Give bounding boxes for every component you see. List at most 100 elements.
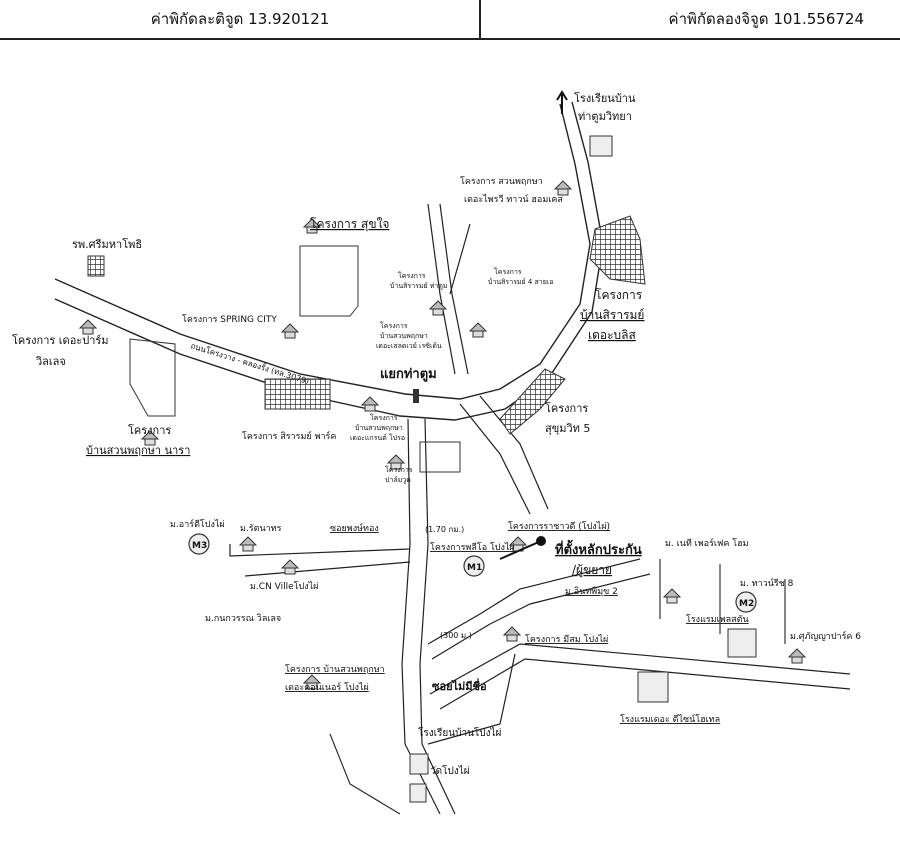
school-north-icon: [589, 135, 613, 157]
label-distance-170: (1.70 กม.): [425, 525, 464, 534]
collateral-pointer: [499, 540, 542, 560]
label-small-project-a: โครงการ: [370, 413, 398, 422]
label-school-pongpai: โรงเรียนบ้านโปงไผ่: [418, 726, 502, 739]
road-south-main-b: [419, 418, 456, 815]
road-east-branch: [427, 558, 641, 645]
road-south-loop: [427, 653, 516, 745]
label-project-baansuan-2: บ้านสวนพฤกษา นารา: [86, 444, 190, 457]
sukjai-plot: [299, 245, 359, 317]
label-temple: วัดโปงไผ่: [430, 764, 470, 777]
latitude-label: ค่าพิกัดละติจูด 13.920121: [150, 10, 330, 28]
road-3079-b: [54, 101, 604, 421]
label-hotel-b: โรงแรมเดอะ ดีไซน์โฮเทล: [620, 713, 720, 725]
label-collateral: ที่ตั้งหลักประกัน: [555, 539, 642, 558]
label-intersection: แยกท่าตูม: [380, 367, 437, 382]
hotel-b-icon: [637, 671, 669, 703]
house-icon: [663, 588, 681, 604]
longitude-label: ค่าพิกัดลองจิจูด 101.556724: [668, 10, 864, 28]
label-project-sirarom: โครงการ: [595, 288, 643, 302]
road-west-branch-b: [244, 561, 411, 577]
label-school-north-2: ท่าตูมวิทยา: [578, 110, 632, 123]
label-project-rachawadee: โครงการราชาวดี (โปงไผ่): [508, 521, 610, 532]
label-hotel-a: โรงแรมเพลสตัน: [686, 614, 749, 625]
label-project-pakthin: โครงการพลีโอ โปงไผ่: [430, 542, 515, 553]
house-icon: [503, 626, 521, 642]
north-arrow-icon: [556, 90, 568, 114]
label-small-project-a-2: บ้านสวนพฤกษา: [355, 424, 403, 432]
marker-m3-circle[interactable]: [188, 533, 210, 555]
label-village-artee: ม.อาร์ตีโปงไผ่: [170, 518, 225, 530]
label-project-sukhumvit5: โครงการ: [545, 401, 588, 415]
label-village-inphimuk: ม.อินทพิมุข 2: [565, 586, 618, 597]
road-southeast-b: [479, 395, 549, 510]
label-village-natee: ม. เนที เพอร์เฟค โฮม: [665, 537, 749, 549]
label-village-town: ม. ทาวน์รีช 8: [740, 577, 794, 589]
road-north-a: [427, 203, 456, 375]
label-small-project-b: โครงการ: [380, 321, 408, 330]
road-north-b: [439, 203, 469, 375]
temple-icon: [409, 753, 429, 775]
label-village-cn: ม.CN Villeโปงไผ่: [250, 581, 318, 592]
baansuan-nara-plot: [129, 338, 176, 417]
label-small-project-c-2: บ้านสิรารมย์ ท่าตูม: [390, 282, 448, 290]
label-marker-m1: M1: [467, 563, 482, 573]
lake-shape: [419, 441, 461, 473]
road-ne: [449, 223, 471, 295]
label-project-mesom: โครงการ มีสม โปงไผ่: [525, 634, 608, 645]
sirarom-blis-area: [589, 215, 646, 285]
header-divider: [479, 0, 481, 40]
label-small-project-b-2: บ้านสวนพฤกษา: [380, 332, 428, 340]
label-project-spring-city: โครงการ SPRING CITY: [182, 314, 277, 325]
label-project-suanphruksa-tc: โครงการ สวนพฤกษา: [460, 176, 543, 187]
label-project-theparm-2: วิลเลจ: [35, 355, 66, 368]
label-project-sukjai: โครงการ สุขใจ: [310, 217, 389, 232]
house-icon: [788, 648, 806, 664]
hotel-a-icon: [727, 628, 757, 658]
hospital-icon: [87, 255, 105, 277]
label-small-project-d-2: บ้านสิรารมย์ 4 สายเอ: [488, 278, 553, 286]
label-project-baansuan-cm: โครงการ บ้านสวนพฤกษา: [285, 664, 385, 675]
road-southeast-long: [429, 643, 851, 695]
house-icon: [281, 323, 299, 339]
label-small-project-e-2: ปาล์มวูด: [385, 476, 411, 484]
school-pongpai-icon: [409, 783, 427, 803]
label-project-baansuan: โครงการ: [128, 423, 171, 437]
label-marker-m3: M3: [192, 541, 207, 551]
label-hospital: รพ.ศรีมหาโพธิ: [72, 237, 142, 251]
road-southwest: [329, 733, 401, 815]
label-project-sirarom-3: เดอะบลิส: [588, 328, 637, 342]
label-project-baansuan-cm-2: เดอะคอนเนอร์ โปงไผ่: [285, 681, 369, 693]
label-project-theparm: โครงการ เดอะปาร์ม: [12, 333, 109, 347]
label-village-ratana: ม.รัตนาทร: [240, 524, 282, 534]
house-icon: [239, 536, 257, 552]
sukhumvit5-area: [499, 368, 566, 435]
label-school-north: โรงเรียนบ้าน: [574, 91, 636, 105]
house-icon: [554, 180, 572, 196]
road-3079: [54, 103, 591, 400]
label-small-project-b-3: เดอะเสลดเวย์ เรซิเด้น: [376, 342, 442, 350]
road-southeast: [459, 403, 531, 515]
sirarom-park-area: [264, 378, 331, 410]
label-project-suanphruksa-tc-2: เดอะไพรวี ทาวน์ ฮอมเคส: [464, 193, 563, 205]
location-map[interactable]: โรงเรียนบ้าน ท่าตูมวิทยา โครงการ สวนพฤกษ…: [0, 44, 900, 855]
house-icon: [79, 319, 97, 335]
coordinates-header: ค่าพิกัดละติจูด 13.920121 ค่าพิกัดลองจิจ…: [0, 0, 900, 40]
label-marker-m2: M2: [739, 599, 754, 609]
road-west-branch: [229, 544, 411, 557]
label-project-sirarom-park: โครงการ สิรารมย์ พาร์ค: [242, 430, 336, 442]
marker-m1-circle[interactable]: [463, 555, 485, 577]
label-village-kanok: ม.กนกวรรณ วิลเลจ: [205, 613, 281, 624]
label-small-project-e: โครงการ: [385, 465, 413, 474]
label-distance-300: (300 ม.): [440, 631, 472, 640]
traffic-light-icon: [413, 389, 419, 403]
house-icon: [469, 322, 487, 338]
road-east-branch-b: [431, 573, 651, 660]
label-collateral-2: /ผู้ขยาย: [572, 563, 612, 578]
label-project-sukhumvit5-2: สุขุมวิท 5: [545, 422, 590, 435]
label-soi-nameless: ซอยไม่มีชื่อ: [432, 678, 487, 693]
road-southeast-long-b: [439, 658, 851, 710]
label-soi-pongthong: ซอยพงษ์ทอง: [330, 522, 379, 534]
label-small-project-a-3: เดอะแกรนด์ โปรอ: [350, 433, 405, 442]
label-small-project-d: โครงการ: [494, 267, 522, 276]
marker-m2-circle[interactable]: [735, 591, 757, 613]
